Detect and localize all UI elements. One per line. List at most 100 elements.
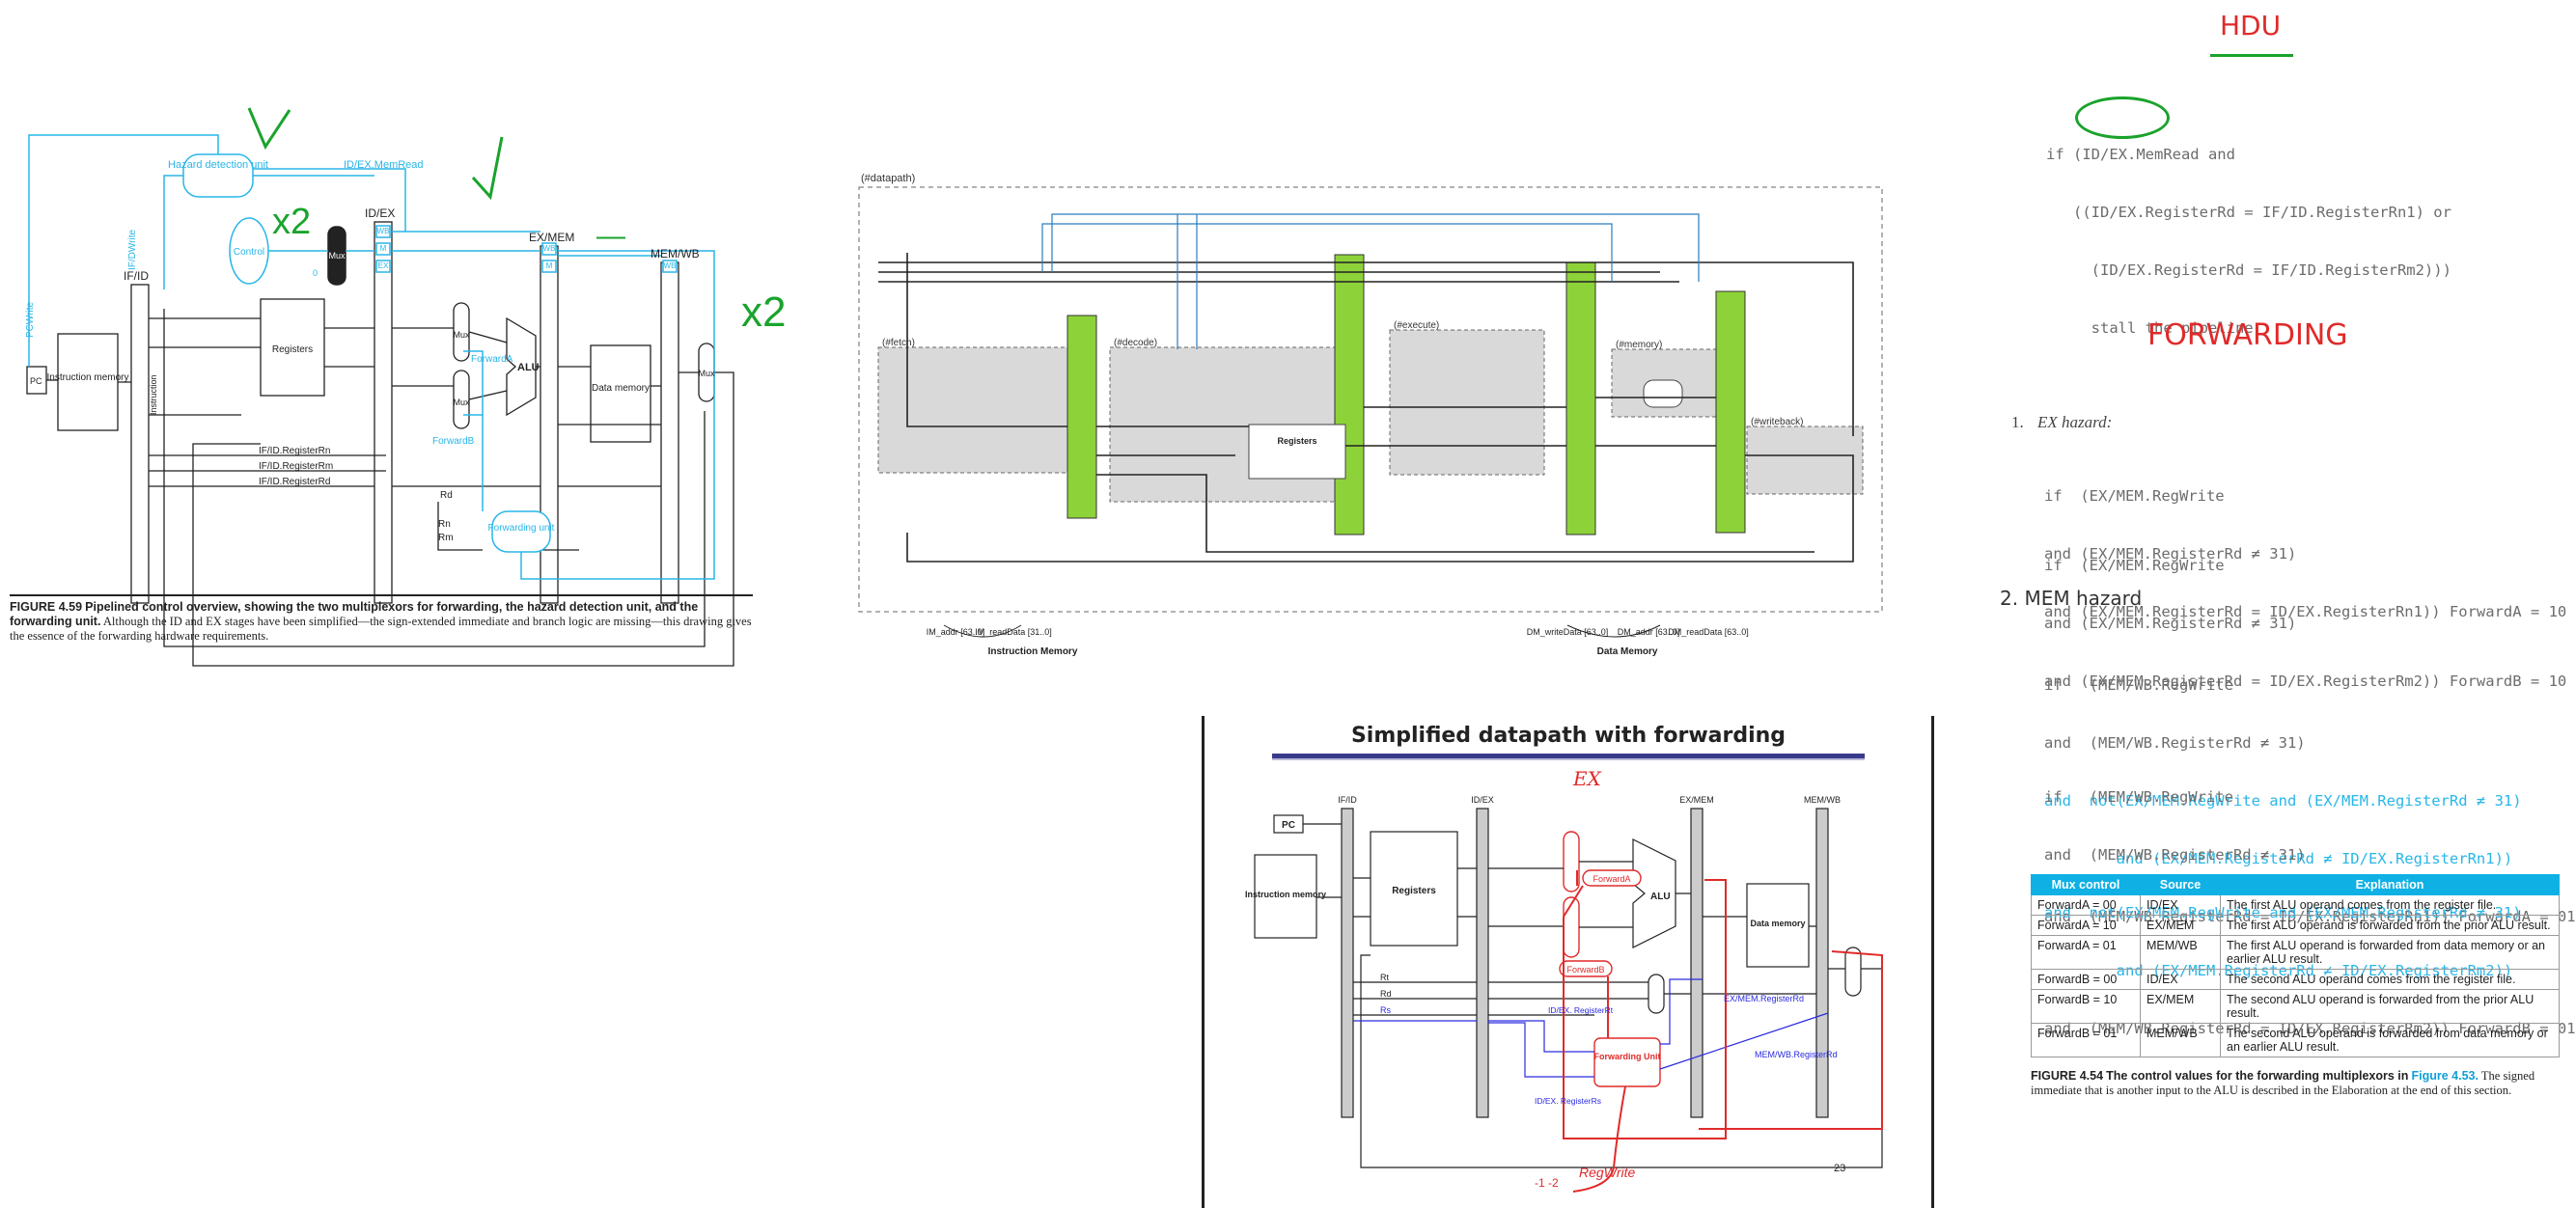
im-readdata: IM_readData [31..0] bbox=[975, 627, 1052, 637]
figure-4-59-caption: FIGURE 4.59 Pipelined control overview, … bbox=[10, 594, 753, 644]
annotation-dash: — bbox=[596, 220, 625, 252]
exmem-m-label: M bbox=[546, 261, 553, 270]
s-exmem: EX/MEM bbox=[1679, 795, 1714, 805]
cell-explanation: The first ALU operand is forwarded from … bbox=[2220, 915, 2560, 936]
hdu-line-1: if (ID/EX.MemRead and bbox=[2046, 146, 2235, 163]
forwarding-title: FORWARDING bbox=[2147, 318, 2348, 352]
cell-explanation: The second ALU operand is forwarded from… bbox=[2220, 1023, 2560, 1057]
forwardB-label: ForwardB bbox=[432, 436, 475, 447]
simplified-right-rule bbox=[1931, 716, 1934, 1208]
cell-source: EX/MEM bbox=[2140, 989, 2221, 1024]
s-memwb: MEM/WB bbox=[1804, 795, 1841, 805]
mux-wb-label: Mux bbox=[698, 369, 715, 378]
ex2-line-3: and (EX/MEM.RegisterRd = ID/EX.RegisterR… bbox=[2044, 673, 2567, 690]
idex-label: ID/EX bbox=[365, 206, 395, 220]
mem1-line-3: and not(EX/MEM.RegWrite and (EX/MEM.Regi… bbox=[2044, 792, 2522, 810]
s-exmem-rd: EX/MEM.RegisterRd bbox=[1724, 994, 1804, 1003]
annotation-x2-a: x2 bbox=[272, 202, 311, 242]
s-regwrite-note: RegWrite bbox=[1579, 1165, 1636, 1180]
hdu-title-underline bbox=[2210, 54, 2293, 57]
exmem-wb-label: WB bbox=[543, 244, 556, 253]
dp-dmem: Data Memory bbox=[1597, 646, 1658, 657]
cell-mux: ForwardA = 10 bbox=[2031, 915, 2141, 936]
cell-source: EX/MEM bbox=[2140, 915, 2221, 936]
pcwrite-label: PCWrite bbox=[25, 302, 36, 338]
caption-label: FIGURE 4.59 bbox=[10, 600, 83, 614]
rm-label: IF/ID.RegisterRm bbox=[259, 461, 333, 472]
dm-readdata: DM_readData [63..0] bbox=[1668, 627, 1749, 637]
alu-label: ALU bbox=[517, 362, 540, 373]
registers-label: Registers bbox=[272, 344, 313, 355]
table-caption-label: FIGURE 4.54 bbox=[2031, 1069, 2104, 1083]
hdu-line-4: stall the pipeline bbox=[2046, 319, 2254, 337]
cell-source: MEM/WB bbox=[2140, 1023, 2221, 1057]
idex-memread-label: ID/EX.MemRead bbox=[344, 159, 424, 171]
ex2-line-2: and (EX/MEM.RegisterRd ≠ 31) bbox=[2044, 615, 2297, 632]
stage-memory: (#memory) bbox=[1616, 340, 1662, 350]
s-alu: ALU bbox=[1650, 892, 1671, 902]
mem1-line-2: and (MEM/WB.RegisterRd ≠ 31) bbox=[2044, 734, 2306, 752]
th-source: Source bbox=[2140, 874, 2221, 895]
cell-source: ID/EX bbox=[2140, 894, 2221, 916]
simplified-diagram: EX PC Instruction memory Registers ALU D… bbox=[1245, 767, 1883, 1193]
caption-rest: Although the ID and EX stages have been … bbox=[10, 615, 752, 643]
s-page-number: 23 bbox=[1834, 1163, 1845, 1174]
s-dmem: Data memory bbox=[1750, 919, 1805, 928]
datapath-diagram: (#datapath) (#fetch) (#decode) (#execute… bbox=[858, 173, 1883, 657]
rd-label: IF/ID.RegisterRd bbox=[259, 477, 330, 487]
ex2-line-1: if (EX/MEM.RegWrite bbox=[2044, 557, 2225, 574]
s-rd: Rd bbox=[1380, 989, 1392, 999]
s-imem: Instruction memory bbox=[1245, 890, 1326, 899]
caption-bold: Pipelined control overview, showing the … bbox=[10, 600, 699, 628]
mem2-line-1: if (MEM/WB.RegWrite bbox=[2044, 788, 2233, 806]
ex-note: EX bbox=[1572, 767, 1602, 790]
rn-label: IF/ID.RegisterRn bbox=[259, 446, 330, 456]
s-rs: Rs bbox=[1380, 1005, 1391, 1015]
cell-explanation: The second ALU operand comes from the re… bbox=[2220, 969, 2560, 990]
cell-explanation: The first ALU operand is forwarded from … bbox=[2220, 935, 2560, 970]
dm-addr: DM_addr [63..0] bbox=[1618, 627, 1680, 637]
cell-mux: ForwardA = 01 bbox=[2031, 935, 2141, 970]
s-rt: Rt bbox=[1380, 973, 1389, 982]
s-forwardB: ForwardB bbox=[1566, 965, 1604, 975]
stage-execute: (#execute) bbox=[1394, 320, 1439, 331]
hdu-circle bbox=[2075, 96, 2170, 139]
mem1-line-1: if (MEM/WB.RegWrite bbox=[2044, 676, 2233, 694]
memwb-label: MEM/WB bbox=[651, 247, 700, 261]
dp-registers: Registers bbox=[1277, 436, 1316, 446]
ex-hazard-heading: 1. EX hazard: bbox=[2011, 413, 2112, 432]
mux-a-label: Mux bbox=[453, 330, 470, 340]
s-memwb-rd: MEM/WB.RegisterRd bbox=[1755, 1050, 1838, 1059]
stage-writeback: (#writeback) bbox=[1751, 417, 1803, 427]
ex1-line-2: and (EX/MEM.RegisterRd ≠ 31) bbox=[2044, 545, 2297, 563]
s-registers: Registers bbox=[1392, 886, 1436, 896]
mux-b-label: Mux bbox=[453, 398, 470, 407]
memwb-wb-label: WB bbox=[664, 261, 677, 270]
mem2-line-2: and (MEM/WB.RegisterRd ≠ 31) bbox=[2044, 846, 2306, 864]
th-explanation: Explanation bbox=[2220, 874, 2560, 895]
cell-mux: ForwardA = 00 bbox=[2031, 894, 2141, 916]
fwd-unit-label: Forwarding unit bbox=[488, 523, 555, 534]
cell-explanation: The second ALU operand is forwarded from… bbox=[2220, 989, 2560, 1024]
annotation-x2-b: x2 bbox=[741, 288, 786, 336]
ex-block-2: if (EX/MEM.RegWrite and (EX/MEM.Register… bbox=[2044, 517, 2566, 710]
cell-mux: ForwardB = 10 bbox=[2031, 989, 2141, 1024]
dp-imem: Instruction Memory bbox=[988, 646, 1078, 657]
hdu-code: if (ID/EX.MemRead and ((ID/EX.RegisterRd… bbox=[2046, 106, 2451, 357]
im-addr: IM_addr [63..0] bbox=[927, 627, 985, 637]
stage-decode: (#decode) bbox=[1114, 338, 1157, 348]
cell-explanation: The first ALU operand comes from the reg… bbox=[2220, 894, 2560, 916]
table-caption-link[interactable]: Figure 4.53. bbox=[2411, 1069, 2479, 1083]
simplified-title: Simplified datapath with forwarding bbox=[1350, 724, 1787, 748]
s-ifid: IF/ID bbox=[1338, 795, 1357, 805]
s-fwd-unit: Forwarding Unit bbox=[1594, 1052, 1661, 1061]
imem-label: Instruction memory bbox=[46, 372, 128, 383]
cell-mux: ForwardB = 00 bbox=[2031, 969, 2141, 990]
exmem-label: EX/MEM bbox=[529, 231, 574, 244]
zero-label: 0 bbox=[313, 268, 318, 278]
idex-m-label: M bbox=[380, 244, 387, 253]
